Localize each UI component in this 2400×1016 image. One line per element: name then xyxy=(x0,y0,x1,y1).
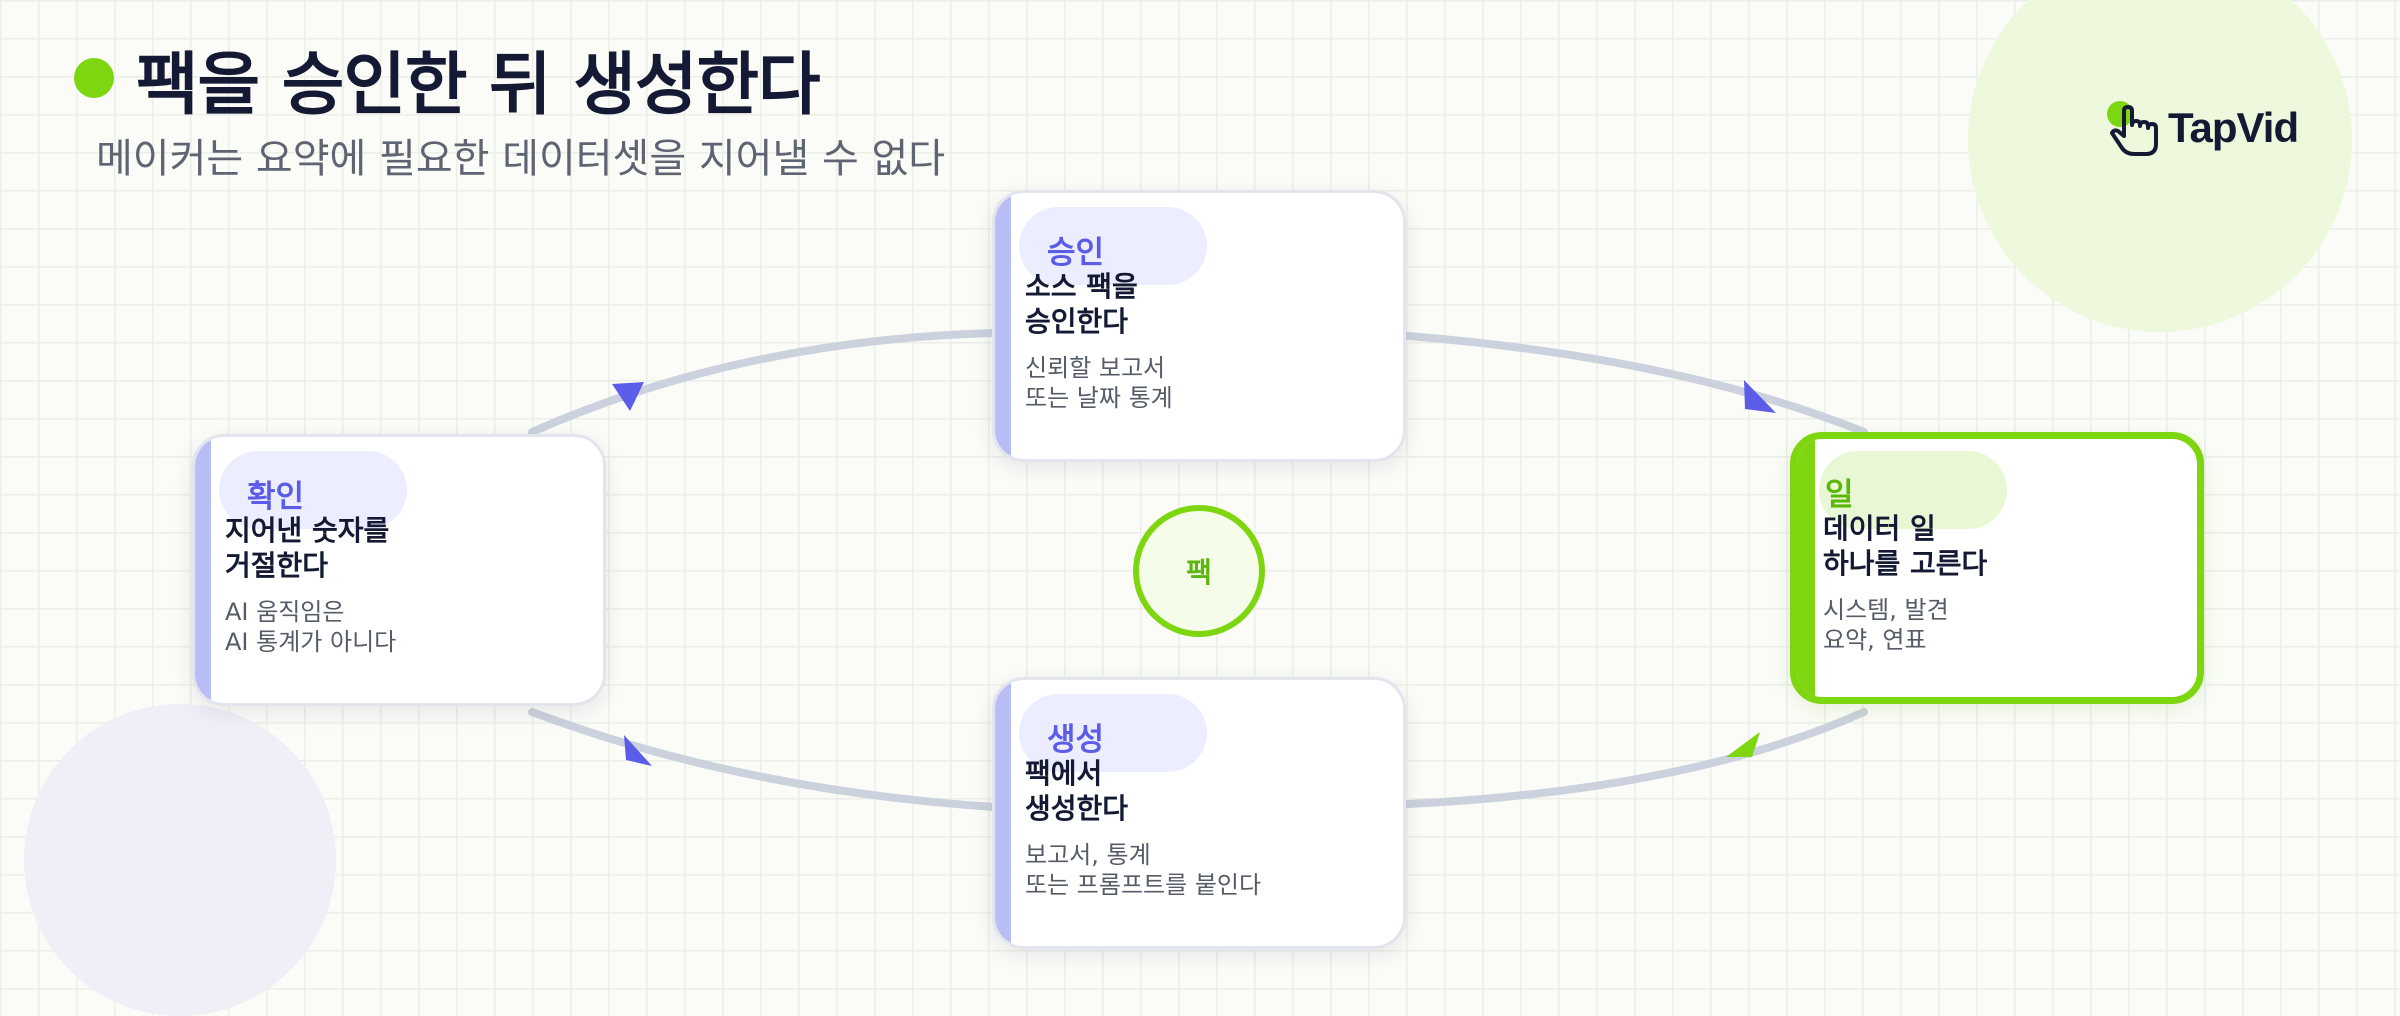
step-description-line-2: 또는 프롬프트를 붙인다 xyxy=(1025,871,1262,899)
step-label: 확인 xyxy=(247,479,305,515)
step-heading-line-1: 지어낸 숫자를 xyxy=(225,514,390,547)
step-heading-line-2: 승인한다 xyxy=(1025,305,1129,338)
step-heading-line-1: 소스 팩을 xyxy=(1025,270,1138,303)
step-heading-line-1: 팩에서 xyxy=(1025,757,1103,790)
arrow-to-approve-icon xyxy=(1744,380,1776,413)
step-heading-line-1: 데이터 일 xyxy=(1823,512,1936,545)
page-title: 팩을 승인한 뒤 생성한다 xyxy=(136,45,821,125)
arrow-to-job-icon xyxy=(1726,732,1760,757)
step-card-job: 일 데이터 일 하나를 고른다 시스템, 발견 요약, 연표 xyxy=(1790,432,2204,704)
decorative-circle-green xyxy=(1968,0,2352,332)
step-label-pill xyxy=(1019,207,1207,285)
tapvid-logo: TapVid xyxy=(2104,96,2299,160)
step-label: 승인 xyxy=(1047,235,1105,271)
step-heading: 소스 팩을 승인한다 xyxy=(1025,269,1138,339)
edge-generate-to-job xyxy=(1404,708,1868,808)
step-description: 보고서, 통계 또는 프롬프트를 붙인다 xyxy=(1025,840,1261,900)
step-description: AI 움직임은 AI 통계가 아니다 xyxy=(225,597,396,657)
step-description-line-1: 보고서, 통계 xyxy=(1025,841,1151,869)
step-heading-line-2: 거절한다 xyxy=(225,549,329,582)
step-description-line-2: AI 통계가 아니다 xyxy=(225,628,397,656)
step-heading-line-2: 생성한다 xyxy=(1025,792,1129,825)
step-description-line-2: 또는 날짜 통계 xyxy=(1025,384,1173,412)
step-description-line-1: 시스템, 발견 xyxy=(1823,596,1949,624)
title-bullet-icon xyxy=(74,58,114,98)
step-label: 생성 xyxy=(1047,722,1105,758)
pointing-hand-icon xyxy=(2107,101,2158,156)
step-description-line-2: 요약, 연표 xyxy=(1823,626,1927,654)
edge-approve-to-check xyxy=(528,329,998,436)
step-description-line-1: 신뢰할 보고서 xyxy=(1025,354,1166,382)
pack-hub: 팩 xyxy=(1133,505,1265,637)
step-description: 시스템, 발견 요약, 연표 xyxy=(1823,595,1949,655)
card-accent-bar xyxy=(995,680,1011,946)
edge-check-to-generate xyxy=(528,708,998,811)
step-heading: 데이터 일 하나를 고른다 xyxy=(1823,511,1987,581)
step-card-approve: 승인 소스 팩을 승인한다 신뢰할 보고서 또는 날짜 통계 xyxy=(992,190,1406,462)
step-description: 신뢰할 보고서 또는 날짜 통계 xyxy=(1025,353,1173,413)
arrow-to-generate-icon xyxy=(624,735,652,766)
logo-text: TapVid xyxy=(2168,104,2299,151)
card-accent-bar xyxy=(195,437,211,703)
pack-hub-label: 팩 xyxy=(1186,556,1212,589)
step-description-line-1: AI 움직임은 xyxy=(225,598,345,626)
step-label-pill xyxy=(1819,451,2007,529)
title-row: 팩을 승인한 뒤 생성한다 xyxy=(74,34,821,125)
step-card-generate: 생성 팩에서 생성한다 보고서, 통계 또는 프롬프트를 붙인다 xyxy=(992,677,1406,949)
arrow-to-check-icon xyxy=(612,382,644,411)
card-accent-bar xyxy=(995,193,1011,459)
step-heading-line-2: 하나를 고른다 xyxy=(1823,547,1988,580)
step-heading: 지어낸 숫자를 거절한다 xyxy=(225,513,389,583)
step-heading: 팩에서 생성한다 xyxy=(1025,756,1128,826)
step-label-pill xyxy=(219,451,407,529)
edge-job-to-approve xyxy=(1404,332,1868,436)
step-card-check: 확인 지어낸 숫자를 거절한다 AI 움직임은 AI 통계가 아니다 xyxy=(192,434,606,706)
page-subtitle: 메이커는 요약에 필요한 데이터셋을 지어낼 수 없다 xyxy=(96,136,946,182)
step-label: 일 xyxy=(1825,477,1854,513)
cycle-connectors xyxy=(528,329,1868,811)
card-accent-bar xyxy=(1797,439,1815,697)
step-label-pill xyxy=(1019,694,1207,772)
